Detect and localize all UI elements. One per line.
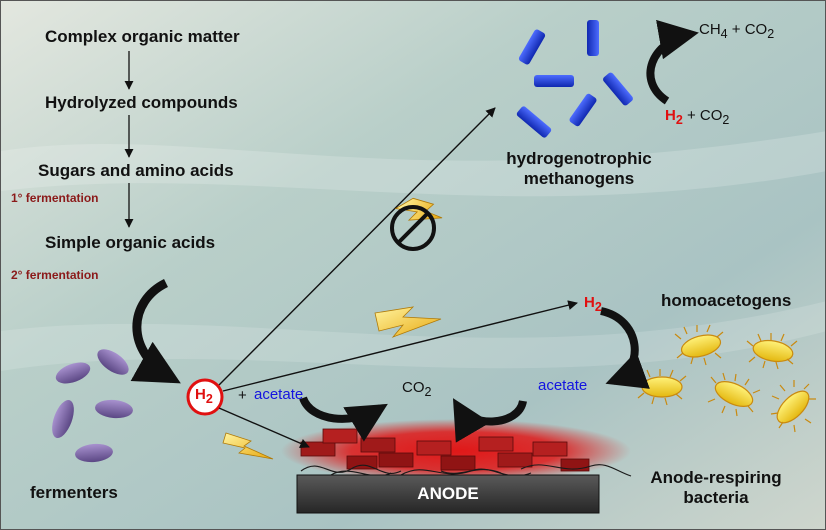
label-acetate-fermenters: acetate bbox=[254, 386, 304, 403]
label-ch4-co2: CH4 + CO2 bbox=[699, 21, 774, 41]
label-h2-co2: H2 + CO2 bbox=[665, 107, 729, 127]
label-complex-organic-matter: Complex organic matter bbox=[45, 27, 240, 46]
h2-subscript: 2 bbox=[675, 113, 683, 127]
homoacetogens-cluster bbox=[635, 324, 816, 433]
label-simple-organic-acids: Simple organic acids bbox=[45, 233, 216, 252]
label-methanogens-line1: hydrogenotrophic bbox=[506, 149, 652, 168]
label-secondary-fermentation: 2° fermentation bbox=[11, 268, 99, 282]
h2-text: H bbox=[665, 107, 676, 124]
arrow-fermentation-to-h2 bbox=[130, 278, 181, 384]
label-sugars-amino-acids: Sugars and amino acids bbox=[38, 161, 234, 180]
h2-text: H bbox=[584, 294, 595, 311]
plus-co2-text: + CO bbox=[727, 21, 768, 38]
label-anode-respiring-bacteria: Anode-respiring bacteria bbox=[626, 468, 806, 508]
label-h2-circle: H2 bbox=[195, 386, 213, 406]
arrow-h2-to-anode bbox=[218, 407, 310, 448]
label-hydrolyzed-compounds: Hydrolyzed compounds bbox=[45, 93, 238, 112]
arrow-acetate-to-co2-left bbox=[299, 396, 388, 442]
label-anode-respiring-line1: Anode-respiring bbox=[650, 468, 782, 487]
co2-subscript: 2 bbox=[722, 113, 730, 127]
arrow-acetate-to-co2-right bbox=[452, 398, 527, 443]
co2-subscript: 2 bbox=[424, 385, 432, 399]
co2-subscript: 2 bbox=[767, 27, 775, 41]
h2-subscript: 2 bbox=[594, 300, 602, 314]
label-h2-homoacetogens: H2 bbox=[584, 294, 602, 314]
h2-subscript: 2 bbox=[205, 392, 213, 406]
arrow-methanogenesis bbox=[646, 19, 699, 105]
methanogens-cluster bbox=[516, 20, 633, 138]
fermenters-cluster bbox=[52, 349, 133, 463]
arrow-h2-to-acetate bbox=[599, 307, 650, 389]
label-primary-fermentation: 1° fermentation bbox=[11, 191, 99, 205]
ch4-text: CH bbox=[699, 21, 721, 38]
h2-circle bbox=[186, 378, 224, 416]
label-anode: ANODE bbox=[417, 484, 479, 503]
co2-text: CO bbox=[402, 379, 425, 396]
label-co2-anode: CO2 bbox=[402, 379, 431, 399]
label-fermenters: fermenters bbox=[30, 483, 118, 502]
arrow-h2-to-homoacetogens bbox=[222, 300, 578, 392]
label-acetate-homoacetogens: acetate bbox=[538, 377, 588, 394]
plus-co2-text: + CO bbox=[682, 107, 723, 124]
anode bbox=[296, 474, 600, 514]
label-anode-respiring-line2: bacteria bbox=[683, 488, 749, 507]
prohibition-icon bbox=[390, 205, 436, 251]
arrow-h2-to-methanogens bbox=[218, 107, 496, 386]
label-hydrogenotrophic-methanogens: hydrogenotrophic methanogens bbox=[489, 149, 669, 189]
label-homoacetogens: homoacetogens bbox=[661, 291, 792, 310]
label-methanogens-line2: methanogens bbox=[523, 169, 635, 188]
label-plus: + bbox=[238, 387, 247, 404]
h2-text: H bbox=[195, 386, 206, 403]
ch4-subscript: 4 bbox=[720, 27, 728, 41]
